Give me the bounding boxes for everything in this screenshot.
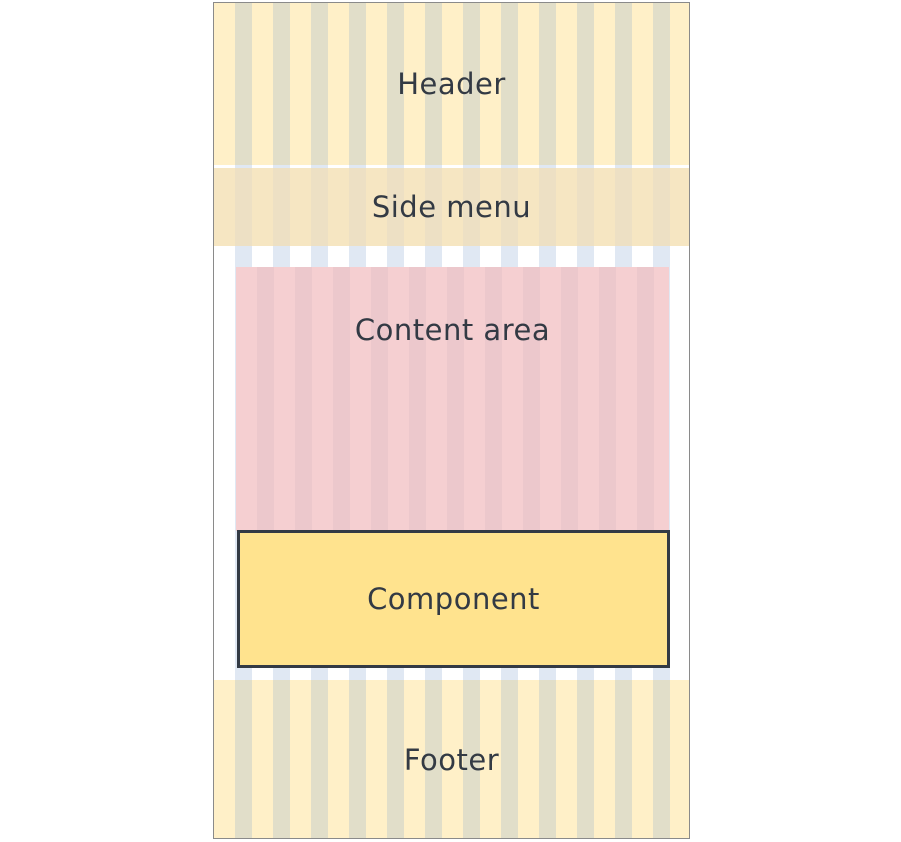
content-area-label: Content area (354, 313, 551, 347)
component-box: Component (237, 530, 670, 668)
content-area-region: Content area (236, 267, 669, 531)
header-region: Header (214, 3, 689, 165)
component-label: Component (367, 582, 540, 616)
footer-region: Footer (214, 680, 689, 838)
side-menu-region: Side menu (214, 168, 689, 246)
header-label: Header (397, 67, 506, 101)
page-layout-frame: Header Side menu Content area Component … (213, 2, 690, 839)
footer-label: Footer (403, 743, 500, 777)
side-menu-label: Side menu (371, 190, 532, 224)
